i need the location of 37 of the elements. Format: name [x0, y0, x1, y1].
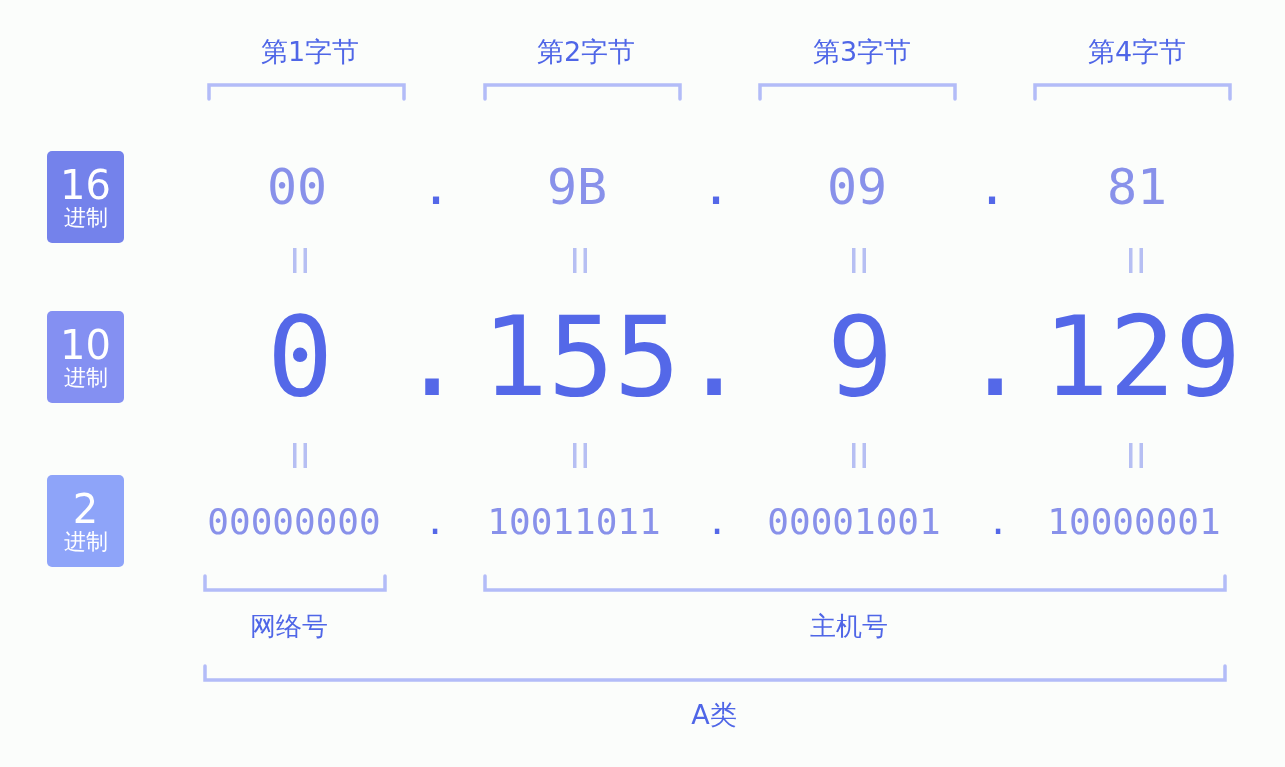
- decimal-byte: 0: [266, 302, 334, 412]
- hex-byte: 81: [1106, 162, 1168, 212]
- decimal-byte: 155: [481, 302, 681, 412]
- hex-byte: 00: [266, 162, 328, 212]
- dot-separator: .: [680, 302, 748, 412]
- decimal-byte: 129: [1042, 302, 1242, 412]
- base-number: 2: [72, 488, 99, 531]
- hex-byte: 09: [826, 162, 888, 212]
- number-base-badge: [47, 475, 124, 567]
- binary-byte: 10000001: [1047, 504, 1221, 540]
- binary-byte: 00001001: [767, 504, 941, 540]
- part-label: 主机号: [810, 613, 888, 639]
- byte-label: 第4字节: [1087, 37, 1187, 65]
- dot-separator: .: [961, 302, 1029, 412]
- dot-separator: .: [706, 504, 728, 540]
- binary-byte: 10011011: [487, 504, 661, 540]
- dot-separator: .: [700, 162, 732, 212]
- class-label: A类: [691, 700, 737, 728]
- dot-separator: .: [976, 162, 1008, 212]
- binary-byte: 00000000: [207, 504, 381, 540]
- dot-separator: .: [420, 162, 452, 212]
- dot-separator: .: [424, 504, 446, 540]
- decimal-byte: 9: [826, 302, 894, 412]
- base-caption: 进制: [63, 530, 108, 554]
- dot-separator: .: [398, 302, 466, 412]
- byte-label: 第1字节: [260, 37, 360, 65]
- number-base-badge: [47, 151, 124, 243]
- byte-label: 第3字节: [812, 37, 912, 65]
- base-caption: 进制: [63, 366, 108, 390]
- dot-separator: .: [987, 504, 1009, 540]
- base-number: 16: [60, 164, 111, 207]
- part-label: 网络号: [250, 613, 328, 639]
- number-base-badge: [47, 311, 124, 403]
- base-caption: 进制: [63, 206, 108, 230]
- byte-label: 第2字节: [536, 37, 636, 65]
- hex-byte: 9B: [546, 162, 608, 212]
- base-number: 10: [60, 324, 111, 367]
